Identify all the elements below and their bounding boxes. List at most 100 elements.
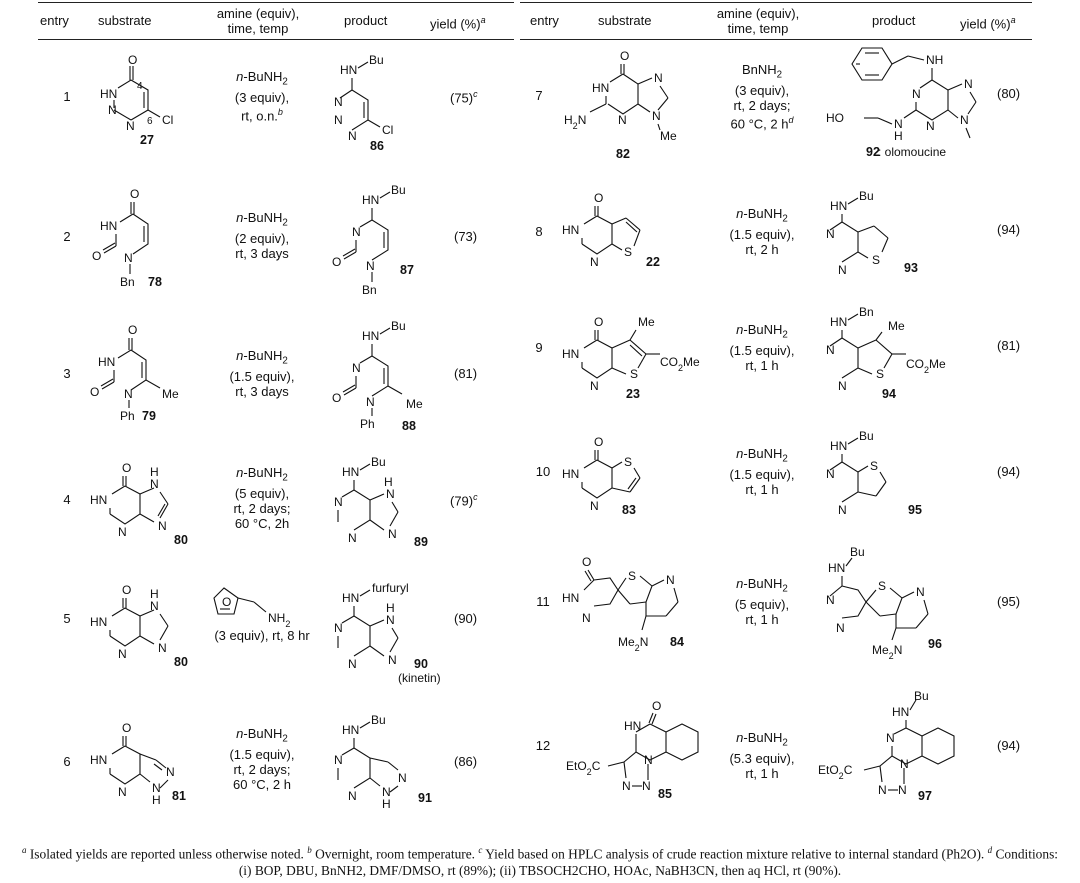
svg-text:Me: Me (638, 315, 655, 329)
header-substrate: substrate (98, 13, 152, 28)
structure-substrate: O HN EtO2C N N N 85 (566, 699, 699, 801)
svg-text:92: 92 (866, 145, 880, 159)
header-rule (520, 39, 1032, 40)
svg-text:HN: HN (340, 63, 357, 77)
svg-text:Me2N: Me2N (618, 635, 648, 653)
svg-text:N: N (366, 259, 375, 273)
svg-text:HN: HN (342, 591, 359, 605)
yield-value: (81) (454, 366, 478, 381)
header-amine: amine (equiv),time, temp (716, 6, 800, 36)
structure-product: HN Bu N O N Bn 87 (332, 183, 414, 297)
svg-text:88: 88 (402, 419, 416, 433)
svg-text:78: 78 (148, 275, 162, 289)
svg-text:N: N (388, 653, 397, 667)
structure-product: HN furfuryl N N H N N 90 (kinetin) (334, 581, 441, 685)
svg-text:H2N: H2N (564, 113, 586, 131)
svg-text:NH: NH (926, 53, 943, 67)
svg-text:N: N (826, 343, 835, 357)
svg-text:Bn: Bn (362, 283, 377, 297)
svg-text:6: 6 (147, 116, 153, 127)
svg-text:N: N (386, 613, 395, 627)
svg-text:N: N (158, 641, 167, 655)
structure-product: NH N N N N N H HO 92 : olomoucine (826, 47, 977, 159)
entry-number: 8 (535, 224, 543, 239)
conditions: BnNH2(3 equiv),rt, 2 days;60 °C, 2 hd (730, 62, 794, 131)
svg-text:HN: HN (624, 719, 641, 733)
structure-substrate: O HN O N Bn 78 (92, 187, 162, 289)
svg-text:HN: HN (98, 355, 115, 369)
svg-text:23: 23 (626, 387, 640, 401)
svg-text:O: O (582, 555, 591, 569)
header-amine: amine (equiv),time, temp (216, 6, 300, 36)
svg-text:HN: HN (830, 315, 847, 329)
svg-text:O: O (594, 315, 603, 329)
footnote-b: Overnight, room temperature. (315, 846, 476, 862)
svg-text:furfuryl: furfuryl (372, 581, 409, 595)
entry-number: 1 (63, 89, 71, 104)
entry-number: 4 (63, 492, 71, 507)
entry-number: 5 (63, 611, 71, 626)
svg-text:N: N (618, 113, 627, 127)
header-yield: yield (%)a (430, 15, 486, 32)
entry-number: 11 (536, 594, 550, 609)
structure-product: Bu HN N EtO2C N N N 97 (818, 689, 955, 803)
svg-text:N: N (666, 573, 675, 587)
svg-text:N: N (124, 251, 133, 265)
yield-value: (94) (997, 222, 1021, 237)
svg-text:O: O (594, 191, 603, 205)
svg-text:H: H (152, 793, 161, 807)
svg-text:Me: Me (888, 319, 905, 333)
svg-text:81: 81 (172, 789, 186, 803)
svg-text:N: N (158, 519, 167, 533)
svg-text:94: 94 (882, 387, 896, 401)
svg-text:N: N (386, 487, 395, 501)
svg-text:27: 27 (140, 133, 154, 147)
svg-text:: olomoucine: : olomoucine (878, 145, 946, 159)
svg-text:N: N (898, 783, 907, 797)
svg-text:S: S (624, 245, 632, 259)
svg-text:N: N (118, 785, 127, 799)
svg-text:CO2Me: CO2Me (660, 355, 700, 373)
svg-text:H: H (150, 465, 159, 479)
svg-text:N: N (348, 789, 357, 803)
svg-text:80: 80 (174, 655, 188, 669)
svg-text:HN: HN (592, 81, 609, 95)
footnote-d: Conditions: (i) BOP, DBU, BnNH2, DMF/DMS… (238, 846, 1059, 879)
svg-text:N: N (152, 781, 161, 795)
svg-text:O: O (130, 187, 139, 201)
svg-text:N: N (894, 117, 903, 131)
svg-text:HN: HN (90, 753, 107, 767)
svg-text:N: N (108, 103, 117, 117)
svg-text:N: N (382, 785, 391, 799)
svg-text:HN: HN (830, 439, 847, 453)
yield-value: (94) (997, 464, 1021, 479)
svg-text:O: O (128, 53, 137, 67)
svg-text:93: 93 (904, 261, 918, 275)
svg-text:Ph: Ph (360, 417, 375, 431)
structure-substrate: O Me HN O N Ph 79 (90, 323, 179, 423)
svg-text:90: 90 (414, 657, 428, 671)
header-product: product (344, 13, 388, 28)
svg-text:N: N (826, 593, 835, 607)
svg-text:Me: Me (406, 397, 423, 411)
svg-text:N: N (582, 611, 591, 625)
conditions: n-BuNH2(1.5 equiv),rt, 1 h (729, 446, 795, 497)
svg-text:N: N (878, 783, 887, 797)
structure-product: HN Bu N N N N H 91 (334, 713, 432, 811)
svg-text:N: N (334, 753, 343, 767)
yield-value: (79)c (450, 492, 478, 509)
svg-text:N: N (838, 263, 847, 277)
svg-text:N: N (334, 495, 343, 509)
svg-text:N: N (836, 621, 845, 635)
svg-text:N: N (334, 95, 343, 109)
svg-text:H: H (150, 587, 159, 601)
yield-value: (80) (997, 86, 1021, 101)
header-yield: yield (%)a (960, 15, 1016, 32)
yield-value: (86) (454, 754, 478, 769)
svg-text:Bu: Bu (391, 183, 406, 197)
conditions: n-BuNH2(5 equiv),rt, 2 days;60 °C, 2h (233, 465, 291, 531)
svg-text:N: N (590, 499, 599, 513)
svg-text:HN: HN (562, 223, 579, 237)
svg-text:N: N (900, 757, 909, 771)
structure-substrate: O HN N Me CO2Me S 23 (562, 315, 700, 401)
